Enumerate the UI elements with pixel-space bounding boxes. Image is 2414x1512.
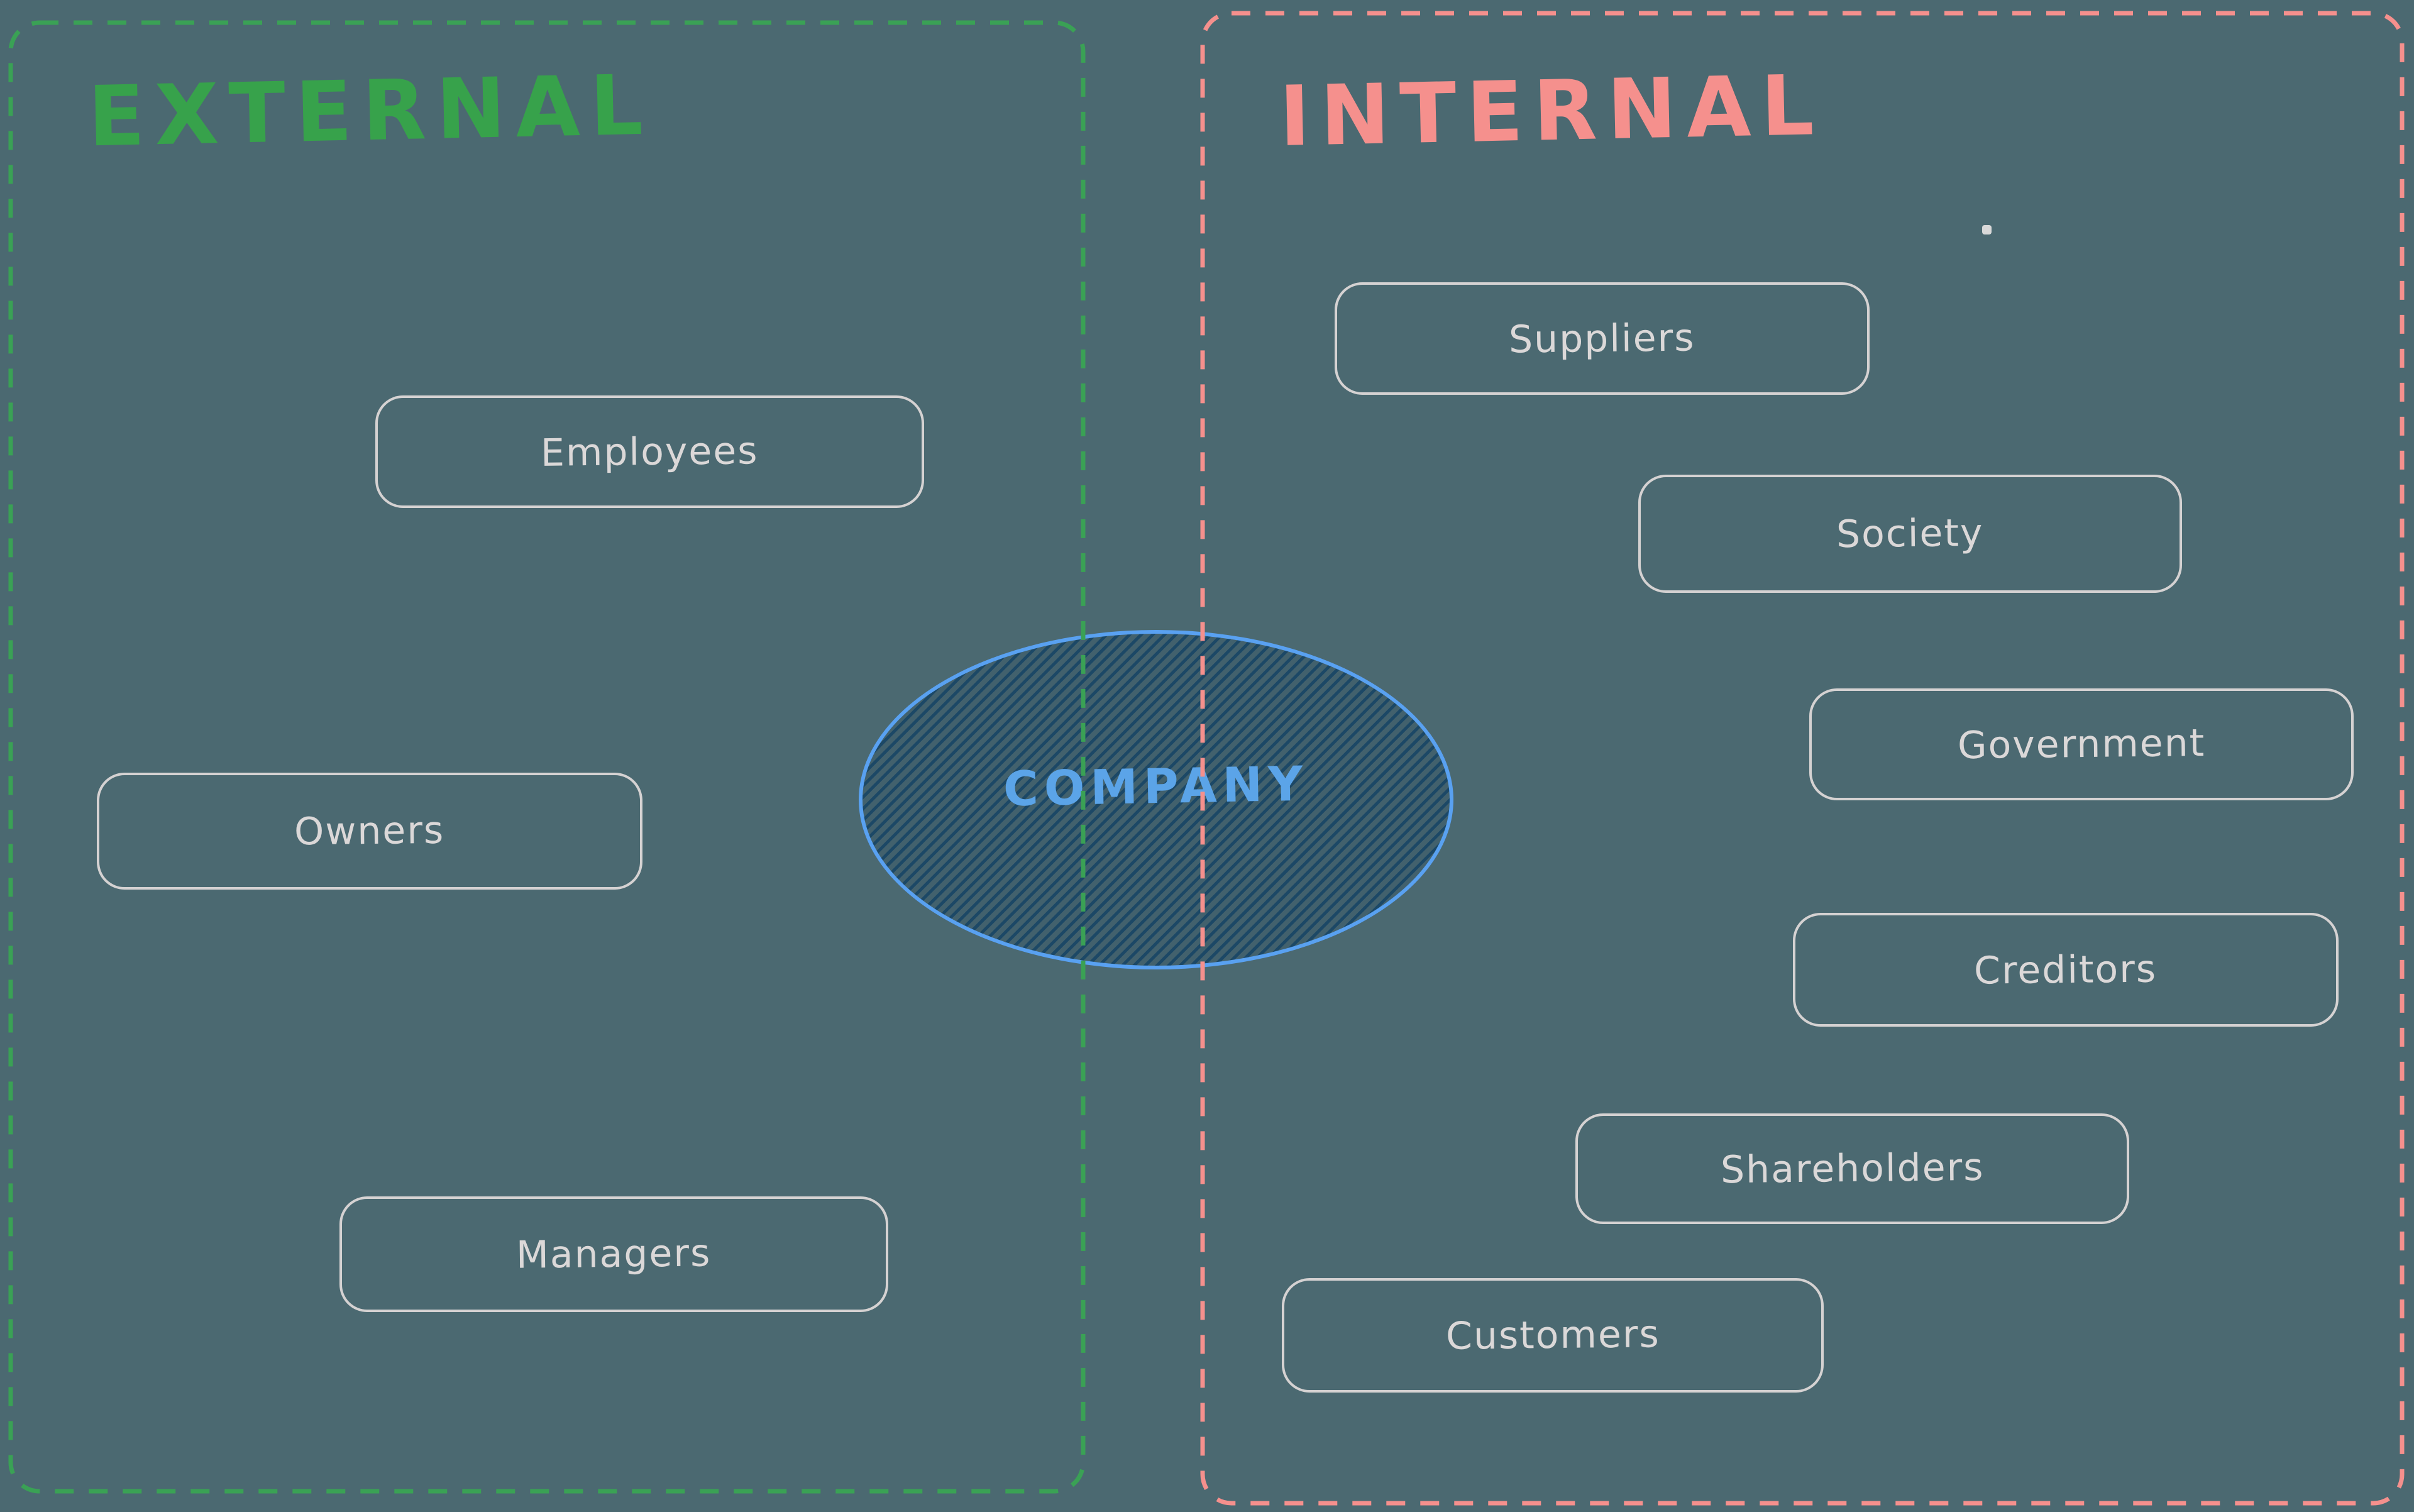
stakeholder-label: Shareholders xyxy=(1720,1145,1985,1193)
stakeholder-label: Government xyxy=(1957,720,2206,768)
stakeholder-label: Society xyxy=(1836,510,1985,557)
external-region-title: EXTERNAL xyxy=(87,57,654,166)
stakeholder-label: Owners xyxy=(294,808,445,854)
company-ellipse-shape[interactable]: COMPANY xyxy=(859,630,1453,969)
stray-dot xyxy=(1982,225,1992,235)
stakeholder-label: Suppliers xyxy=(1508,315,1696,362)
stakeholder-label: Employees xyxy=(540,428,759,475)
stakeholder-box-owners[interactable]: Owners xyxy=(97,773,642,890)
stakeholder-box-managers[interactable]: Managers xyxy=(339,1196,888,1312)
stakeholder-label: Customers xyxy=(1445,1312,1660,1359)
stakeholder-box-society[interactable]: Society xyxy=(1638,475,2182,593)
stakeholder-box-government[interactable]: Government xyxy=(1809,688,2354,800)
stakeholder-box-customers[interactable]: Customers xyxy=(1282,1278,1824,1393)
company-label: COMPANY xyxy=(1003,755,1309,817)
stakeholder-box-suppliers[interactable]: Suppliers xyxy=(1335,282,1870,395)
stakeholder-box-shareholders[interactable]: Shareholders xyxy=(1575,1113,2129,1224)
internal-region-title: INTERNAL xyxy=(1278,57,1825,166)
stakeholder-label: Creditors xyxy=(1974,946,2158,993)
stakeholder-box-creditors[interactable]: Creditors xyxy=(1793,913,2339,1027)
stakeholder-box-employees[interactable]: Employees xyxy=(375,395,924,508)
stakeholder-label: Managers xyxy=(516,1231,712,1277)
